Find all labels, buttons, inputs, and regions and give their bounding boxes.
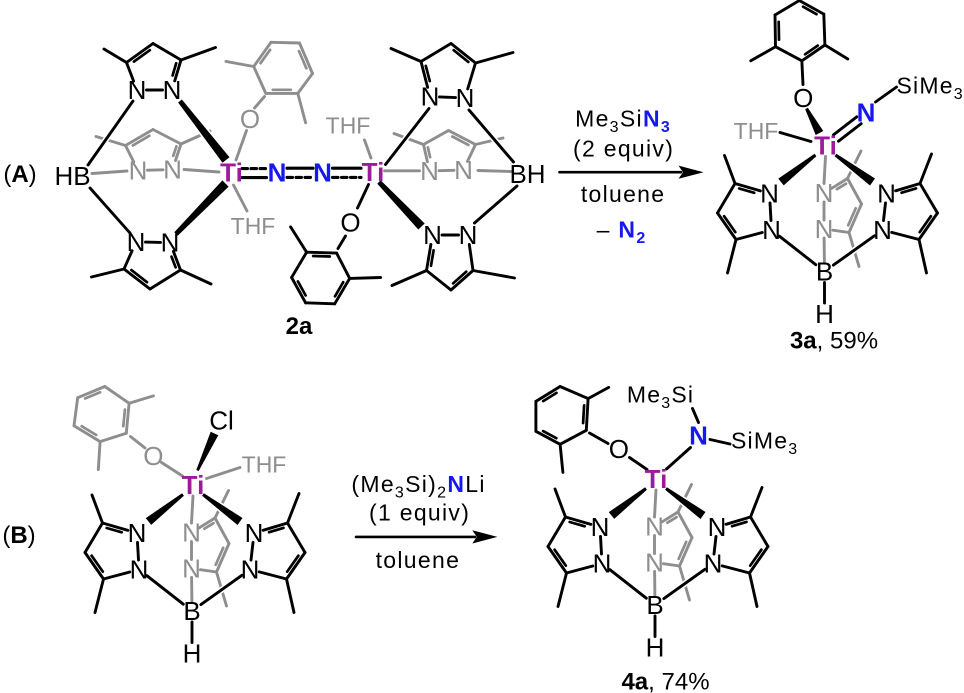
svg-text:N: N [815,178,834,208]
svg-text:SiMe3​: SiMe3​ [731,427,798,458]
svg-text:N: N [420,156,439,186]
svg-text:Ti: Ti [814,131,837,161]
svg-text:Ti: Ti [220,158,243,188]
svg-text:B: B [183,596,200,626]
svg-text:N: N [423,220,442,250]
svg-text:N: N [593,549,612,579]
svg-text:(2 equiv): (2 equiv) [573,135,674,161]
svg-text:toluene: toluene [376,547,461,573]
svg-text:N: N [245,518,264,548]
svg-text:THF: THF [734,118,779,144]
svg-text:SiMe3​: SiMe3​ [897,72,964,103]
svg-text:N: N [128,75,147,105]
svg-text:O: O [340,208,360,238]
svg-text:B: B [646,590,663,620]
svg-text:H: H [815,299,834,329]
svg-text:N: N [421,82,440,112]
svg-text:HB: HB [54,161,90,191]
svg-text:N: N [873,215,892,245]
svg-text:Me3​Si: Me3​Si [627,381,694,412]
svg-text:N: N [857,98,876,128]
svg-text:Ti: Ti [645,464,668,494]
svg-text:– N2​: – N2​ [597,216,647,247]
svg-text:N: N [645,548,664,578]
svg-text:N: N [182,554,201,584]
svg-text:N: N [163,155,182,185]
svg-text:BH: BH [509,159,545,189]
svg-text:N: N [129,156,148,186]
svg-text:N: N [704,549,723,579]
svg-text:(1 equiv): (1 equiv) [369,499,470,525]
svg-text:(Me3​Si)2​NLi: (Me3​Si)2​NLi [351,471,485,502]
svg-text:N: N [130,555,149,585]
svg-text:toluene: toluene [581,181,666,207]
svg-text:N: N [762,215,781,245]
svg-text:N: N [182,518,201,548]
svg-text:4a, 74%: 4a, 74% [621,668,709,693]
svg-text:N: N [454,155,473,185]
svg-text:O: O [609,434,629,464]
svg-text:O: O [143,441,163,471]
svg-text:N: N [645,512,664,542]
svg-text:THF: THF [231,213,276,239]
svg-text:N: N [313,158,332,188]
svg-text:THF: THF [326,112,371,138]
svg-text:N: N [459,220,478,250]
svg-text:N: N [241,555,260,585]
svg-text:O: O [793,83,813,113]
svg-text:H: H [646,633,665,663]
svg-text:N: N [708,512,727,542]
svg-text:O: O [240,104,260,134]
svg-text:N: N [689,421,708,451]
svg-text:2a: 2a [286,313,313,340]
svg-text:3a, 59%: 3a, 59% [790,327,878,354]
svg-text:N: N [877,179,896,209]
svg-text:Ti: Ti [182,470,205,500]
svg-text:N: N [128,518,147,548]
svg-text:THF: THF [242,451,287,477]
svg-text:Cl: Cl [209,406,234,436]
svg-text:H: H [183,639,202,669]
svg-text:N: N [815,214,834,244]
svg-text:N: N [268,158,287,188]
svg-text:B: B [816,257,833,287]
svg-text:Ti: Ti [362,157,385,187]
svg-text:Me3​SiN3​: Me3​SiN3​ [575,105,671,135]
svg-text:N: N [456,83,475,113]
svg-text:N: N [163,75,182,105]
svg-text:N: N [591,512,610,542]
svg-text:(B): (B) [2,522,35,549]
svg-text:N: N [760,179,779,209]
svg-text:N: N [161,228,180,258]
svg-text:N: N [127,227,146,257]
svg-text:(A): (A) [3,161,36,188]
